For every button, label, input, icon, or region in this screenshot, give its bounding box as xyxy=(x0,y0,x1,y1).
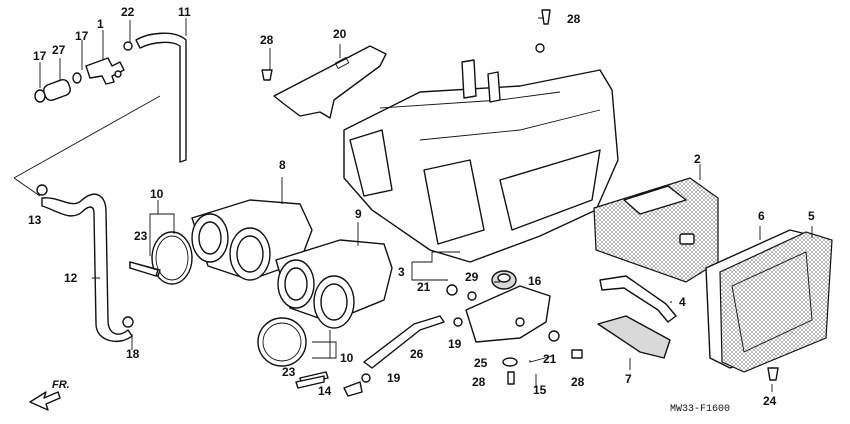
callout-6: 6 xyxy=(758,209,765,223)
callout-23-upper: 23 xyxy=(134,229,148,243)
callout-19-left: 19 xyxy=(387,371,401,385)
seal-7 xyxy=(597,315,671,359)
callout-23-lower: 23 xyxy=(282,365,296,379)
callout-7: 7 xyxy=(625,372,632,386)
callout-1: 1 xyxy=(97,17,104,31)
cover-5 xyxy=(719,231,833,373)
figure-code: MW33-F1600 xyxy=(670,404,730,415)
callout-8: 8 xyxy=(279,158,286,172)
callout-14: 14 xyxy=(318,384,332,398)
callout-29: 29 xyxy=(465,270,479,284)
air-cleaner-element-2 xyxy=(593,177,719,283)
callout-26: 26 xyxy=(410,347,424,361)
callout-11: 11 xyxy=(178,5,191,19)
grommet-16 xyxy=(491,270,517,290)
breather-hose-17-27-1 xyxy=(34,41,133,103)
callout-2: 2 xyxy=(694,152,701,166)
callout-10-lower: 10 xyxy=(340,351,354,365)
callout-10-upper: 10 xyxy=(150,187,164,201)
callout-20: 20 xyxy=(333,27,347,41)
front-direction-arrow: FR. xyxy=(29,379,70,411)
hose-12 xyxy=(36,184,134,343)
drain-chamber-15 xyxy=(465,285,551,343)
callout-5: 5 xyxy=(808,209,815,223)
callout-18: 18 xyxy=(126,347,140,361)
callout-9: 9 xyxy=(355,207,362,221)
small-fasteners xyxy=(129,9,779,397)
drain-tube-26 xyxy=(363,315,445,369)
callout-17-left: 17 xyxy=(33,49,47,63)
callout-17-right: 17 xyxy=(75,29,89,43)
group-bracket xyxy=(13,95,161,197)
callout-16: 16 xyxy=(528,274,542,288)
callout-28-top: 28 xyxy=(567,12,581,26)
callout-28-bracket: 28 xyxy=(260,33,274,47)
air-funnel-9 xyxy=(275,239,393,329)
hose-11 xyxy=(135,32,187,163)
callout-24: 24 xyxy=(763,394,777,408)
callout-13: 13 xyxy=(28,213,42,227)
air-cleaner-case xyxy=(343,43,619,263)
callout-25: 25 xyxy=(474,356,488,370)
bracket-20 xyxy=(273,45,387,119)
callout-12: 12 xyxy=(64,271,78,285)
callout-15: 15 xyxy=(533,383,547,397)
callout-27: 27 xyxy=(52,43,66,57)
callout-21-left: 21 xyxy=(417,280,431,294)
callout-22: 22 xyxy=(121,5,135,19)
callout-21-right: 21 xyxy=(543,352,557,366)
callout-4: 4 xyxy=(679,295,686,309)
leader-lines xyxy=(39,17,813,392)
callout-19-right: 19 xyxy=(448,337,462,351)
callout-28-drain: 28 xyxy=(472,375,486,389)
callout-28-bottom: 28 xyxy=(571,375,585,389)
callout-3: 3 xyxy=(398,265,405,279)
callout-labels: 1 2 3 4 5 6 7 8 9 10 10 11 12 13 14 15 1… xyxy=(28,5,815,408)
strap-4 xyxy=(599,275,677,323)
front-label: FR. xyxy=(52,379,70,391)
